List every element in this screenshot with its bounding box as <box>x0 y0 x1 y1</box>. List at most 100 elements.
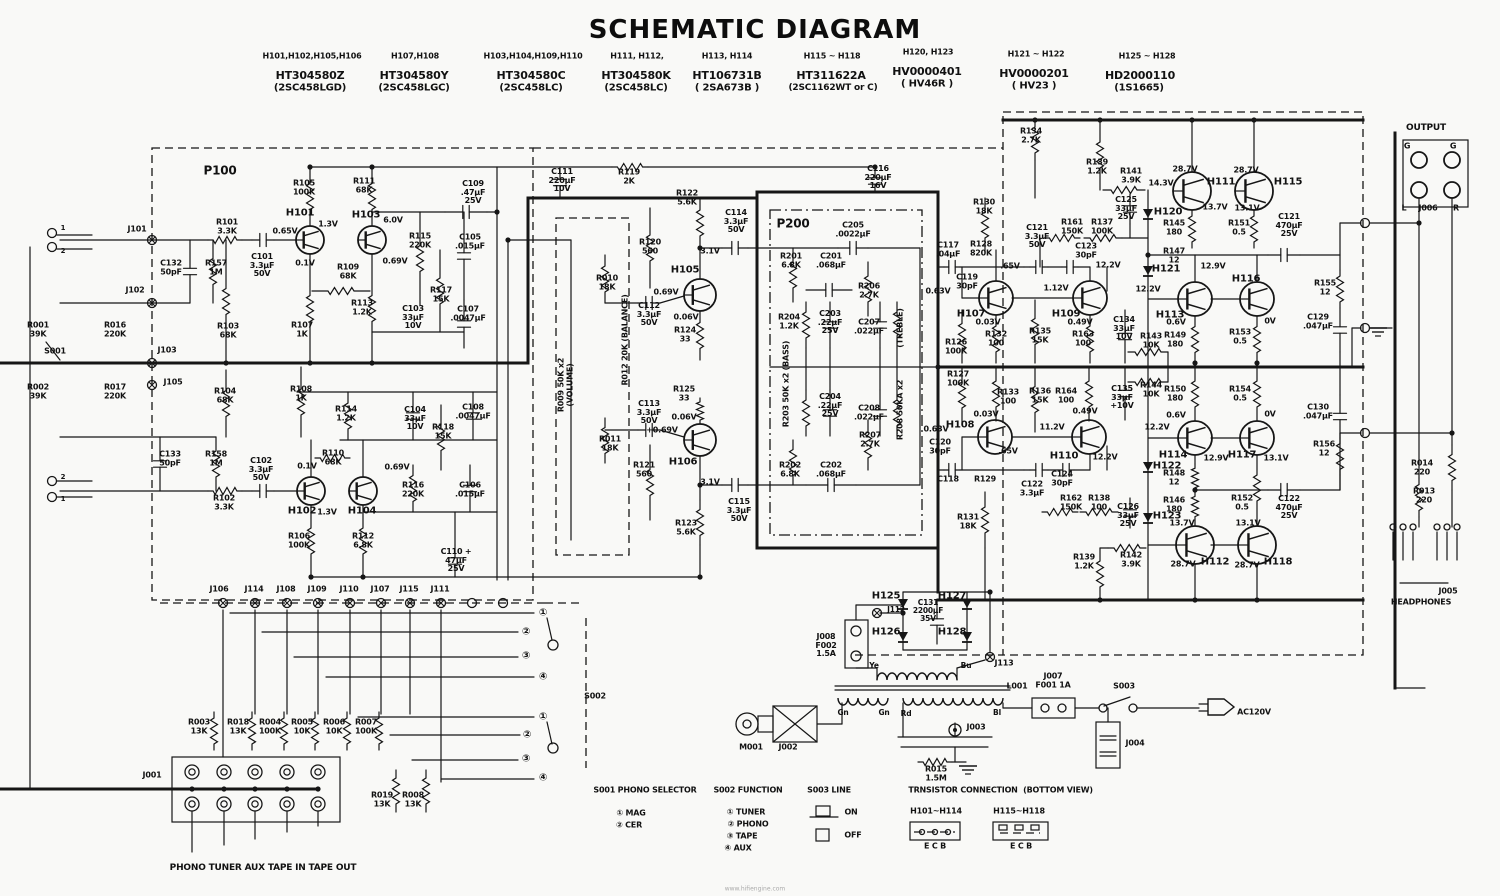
schematic-label: R113 1.2K <box>350 298 374 316</box>
schematic-label: H114 <box>1158 449 1188 461</box>
schematic-label: J111 <box>430 584 450 594</box>
schematic-label: ( HV23 ) <box>1011 80 1057 92</box>
schematic-label: C107 .0047μF <box>450 304 486 322</box>
schematic-label: H127 <box>937 590 967 602</box>
schematic-label: C106 .015μF <box>455 480 485 498</box>
schematic-label: (2SC458LGD) <box>273 82 347 94</box>
schematic-label: R126 100K <box>944 337 968 355</box>
schematic-label: R135 15K <box>1028 326 1052 344</box>
schematic-label: (2SC458LGC) <box>378 82 450 94</box>
schematic-label: R208 50KA x2 <box>895 379 905 441</box>
schematic-label: ON <box>844 807 858 817</box>
schematic-label: J112 <box>887 604 905 614</box>
schematic-label: H120, H123 <box>902 47 954 57</box>
schematic-label: R011 18K <box>598 434 622 452</box>
schematic-label: R119 2K <box>617 167 641 185</box>
schematic-label: ② <box>522 729 532 741</box>
schematic-label: C122 470μF 25V <box>1275 494 1303 521</box>
schematic-label: R124 33 <box>673 325 697 343</box>
schematic-label: J102 <box>125 285 145 295</box>
schematic-label: Rd <box>900 708 912 718</box>
schematic-label: ① TUNER <box>726 807 766 817</box>
schematic-label: R147 12 <box>1162 246 1186 264</box>
schematic-label: C102 3.3μF 50V <box>248 456 274 483</box>
schematic-label: C105 .015μF <box>455 232 485 250</box>
schematic-label: H115 <box>1273 176 1303 188</box>
schematic-label: R164 100 <box>1054 386 1078 404</box>
schematic-label: C109 .47μF 25V <box>460 179 486 206</box>
schematic-label: R146 180 <box>1162 495 1186 513</box>
schematic-label: R114 1.2K <box>334 404 358 422</box>
schematic-label: J106 <box>209 584 229 594</box>
schematic-label: R106 100K <box>287 531 311 549</box>
schematic-label: AC120V <box>1237 707 1271 717</box>
schematic-label: 0.1V <box>295 258 315 268</box>
schematic-label: P200 <box>776 216 810 231</box>
schematic-label: H105 <box>670 264 700 276</box>
schematic-label: R138 100 <box>1087 493 1111 511</box>
schematic-label: R203 50K x2 (BASS) <box>781 340 791 428</box>
schematic-label: S002 <box>584 691 606 701</box>
schematic-label: R202 6.8K <box>778 460 802 478</box>
schematic-label: J005 <box>1438 586 1458 596</box>
schematic-label: 12.2V <box>1135 284 1161 294</box>
schematic-label: H109 <box>1051 308 1081 320</box>
schematic-label: R157 1M <box>204 258 228 276</box>
schematic-label: 3.1V <box>700 477 720 487</box>
schematic-label: R128 820K <box>969 239 993 257</box>
schematic-label: H104 <box>347 505 377 517</box>
schematic-label: ② PHONO <box>727 819 769 829</box>
schematic-label: +0.69V <box>646 425 678 435</box>
schematic-label: R162 150K <box>1059 493 1083 511</box>
schematic-label: C207 .022μF <box>854 317 884 335</box>
schematic-label: C112 3.3μF 50V <box>636 301 662 328</box>
schematic-label: R006 10K <box>322 717 346 735</box>
schematic-label: 12.2V <box>1144 422 1170 432</box>
schematic-label: R102 3.3K <box>212 493 236 511</box>
schematic-label: J001 <box>142 770 162 780</box>
schematic-label: 13.7V <box>1169 518 1195 528</box>
schematic-label: J004 <box>1125 738 1145 748</box>
schematic-label: H112 <box>1200 556 1230 568</box>
schematic-label: G <box>1449 141 1457 151</box>
schematic-label: R204 1.2K <box>777 312 801 330</box>
schematic-label: R207 2.7K <box>858 430 882 448</box>
schematic-label: ③ <box>521 650 531 662</box>
watermark: www.hifiengine.com <box>724 885 786 893</box>
schematic-label: 0.69V <box>384 462 410 472</box>
schematic-label: J008 F002 1.5A <box>815 632 837 659</box>
schematic-label: R013 220 <box>1412 486 1436 504</box>
schematic-label: R127 100K <box>946 369 970 387</box>
schematic-label: C111 220μF 10V <box>548 167 576 194</box>
schematic-label: ③ <box>521 753 531 765</box>
schematic-label: 13.7V <box>1202 202 1228 212</box>
schematic-label: 0.6V <box>1166 410 1186 420</box>
schematic-label: H103 <box>351 209 381 221</box>
schematic-label: 13.1V <box>1263 453 1289 463</box>
schematic-label: E C B <box>1009 841 1033 851</box>
schematic-label: ① <box>538 607 548 619</box>
schematic-label: R012 20K (BALANCE) <box>620 294 630 386</box>
schematic-label: ② <box>521 626 531 638</box>
schematic-label: H108 <box>945 419 975 431</box>
schematic-label: R156 12 <box>1312 439 1336 457</box>
schematic-label: HT304580Y <box>379 69 449 83</box>
schematic-label: R004 100K <box>258 717 282 735</box>
schematic-label: C202 .068μF <box>816 460 846 478</box>
schematic-label: R003 13K <box>187 717 211 735</box>
schematic-label: C108 .0047μF <box>455 402 491 420</box>
schematic-label: R111 68K <box>352 176 376 194</box>
schematic-label: R134 2.7K <box>1019 126 1043 144</box>
schematic-label: C203 .22μF 25V <box>817 309 843 336</box>
schematic-label: E C B <box>923 841 947 851</box>
schematic-label: R010 18K <box>595 273 619 291</box>
schematic-label: R123 5.6K <box>674 518 698 536</box>
schematic-label: H120 <box>1153 206 1183 218</box>
schematic-label: J003 <box>966 722 986 732</box>
schematic-label: 0V <box>1264 409 1276 419</box>
schematic-label: C123 30pF <box>1075 241 1097 259</box>
schematic-label: 12.9V <box>1200 261 1226 271</box>
schematic-label: R125 33 <box>672 384 696 402</box>
schematic-label: R112 6.8K <box>351 531 375 549</box>
